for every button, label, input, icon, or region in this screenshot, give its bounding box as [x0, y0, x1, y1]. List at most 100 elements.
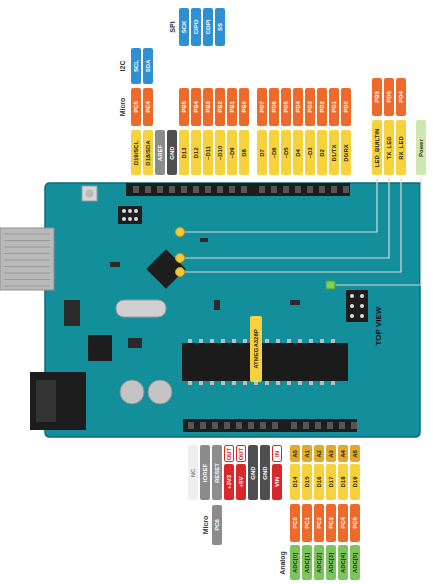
- pin-name: ADC[5]: [352, 552, 358, 572]
- pin-name: SDA: [145, 60, 151, 73]
- capacitor: [148, 380, 172, 404]
- pin-name: D1/TX: [331, 144, 337, 161]
- chip-pin: [221, 381, 225, 385]
- pin-label: +5V: [236, 464, 246, 500]
- pin-name: RX_LED: [398, 136, 404, 160]
- pin-name: D16: [316, 476, 322, 487]
- chip-pin: [210, 381, 214, 385]
- pin-name: OUT: [238, 447, 244, 460]
- icsp-header: [118, 206, 142, 224]
- chip-pin: [265, 381, 269, 385]
- pin-label: IN: [272, 445, 282, 462]
- pin-label: D7: [257, 130, 267, 175]
- pin-name: PD4: [295, 101, 301, 113]
- pin-name: PD5: [283, 101, 289, 113]
- usb-fin: [4, 234, 50, 235]
- pin-label: LED_BUILTIN: [372, 120, 382, 175]
- pin-label: D15: [302, 464, 312, 500]
- chip-pin: [309, 381, 313, 385]
- pin-label: D4: [293, 130, 303, 175]
- pin-name: A2: [316, 450, 322, 458]
- pin-name: ~D6: [271, 147, 277, 158]
- header-hole: [315, 422, 321, 429]
- header-hole: [248, 422, 254, 429]
- pin-label: D19: [350, 464, 360, 500]
- pin-name: PC1: [304, 517, 310, 529]
- pin-label: PB4: [191, 88, 201, 126]
- pin-name: SS: [217, 23, 223, 31]
- pin-label: A0: [290, 445, 300, 462]
- pin-label: IOREF: [200, 445, 210, 500]
- header-hole: [217, 186, 223, 193]
- pin-label: PD1: [329, 88, 339, 126]
- pin-label: PD4: [293, 88, 303, 126]
- pin-name: Power: [418, 138, 424, 156]
- chip-pin: [210, 339, 214, 343]
- pin-label: PB5: [372, 78, 382, 116]
- pin-label: A1: [302, 445, 312, 462]
- usb-fin: [4, 247, 50, 248]
- pin-name: GND: [169, 146, 175, 159]
- usb-fin: [4, 260, 50, 261]
- pin-label: I2C: [117, 48, 127, 84]
- usb-fin: [4, 266, 50, 267]
- pin-label: SPI: [167, 8, 177, 46]
- pin-label: D8: [239, 130, 249, 175]
- pin-label: D18: [338, 464, 348, 500]
- header-hole: [193, 186, 199, 193]
- capacitor: [120, 380, 144, 404]
- power-analog-header: [183, 419, 357, 432]
- header-hole: [295, 186, 301, 193]
- usb-fin: [4, 279, 50, 280]
- pin-label: PD3: [305, 88, 315, 126]
- pin-label: VIN: [272, 464, 282, 500]
- pin-label: SCL: [131, 48, 141, 84]
- header-hole: [145, 186, 151, 193]
- pin-label: PD6: [269, 88, 279, 126]
- pin-label: PB0: [239, 88, 249, 126]
- chip-pin: [298, 381, 302, 385]
- pin-label: GND: [167, 130, 177, 175]
- pin-label: TOP VIEW: [373, 296, 385, 356]
- pin-name: D7: [259, 149, 265, 157]
- pin-name: ~D3: [307, 147, 313, 158]
- pin-name: PB4: [193, 101, 199, 113]
- pin-name: PD1: [331, 101, 337, 113]
- reset-button-cap: [86, 190, 94, 198]
- header-hole: [283, 186, 289, 193]
- icsp-pins: [350, 294, 364, 318]
- pin-label: A5: [350, 445, 360, 462]
- header-hole: [319, 186, 325, 193]
- pin-label: ~D3: [305, 130, 315, 175]
- chip-pin: [276, 381, 280, 385]
- board-outline: [45, 183, 420, 437]
- header-hole: [351, 422, 357, 429]
- pin-name: PC6: [214, 519, 220, 531]
- pin-label: PC2: [314, 504, 324, 542]
- pin-name: ADC[2]: [316, 552, 322, 572]
- pin-label: D13: [179, 130, 189, 175]
- header-hole: [205, 186, 211, 193]
- diode: [64, 300, 80, 326]
- pin-label: ADC[2]: [314, 545, 324, 580]
- pin-name: A0: [292, 450, 298, 458]
- pin-name: LED_BUILTIN: [374, 128, 380, 167]
- pin-name: D19: [352, 476, 358, 487]
- pin-label: D0/RX: [341, 130, 351, 175]
- header-hole: [212, 422, 218, 429]
- pin-label: D17: [326, 464, 336, 500]
- header-hole: [133, 186, 139, 193]
- pin-name: PC4: [340, 517, 346, 529]
- pin-label: COPI: [203, 8, 213, 46]
- pin-name: PB5: [181, 101, 187, 113]
- header-hole: [157, 186, 163, 193]
- pin-label: PB5: [179, 88, 189, 126]
- pin-label: PC3: [326, 504, 336, 542]
- pin-name: D18: [340, 476, 346, 487]
- pin-label: ATMEGA328P: [250, 316, 262, 382]
- pin-label: ~D5: [281, 130, 291, 175]
- power-jack-detail: [36, 380, 56, 422]
- pin-label: CIPO: [191, 8, 201, 46]
- header-hole: [272, 422, 278, 429]
- pin-label: D14: [290, 464, 300, 500]
